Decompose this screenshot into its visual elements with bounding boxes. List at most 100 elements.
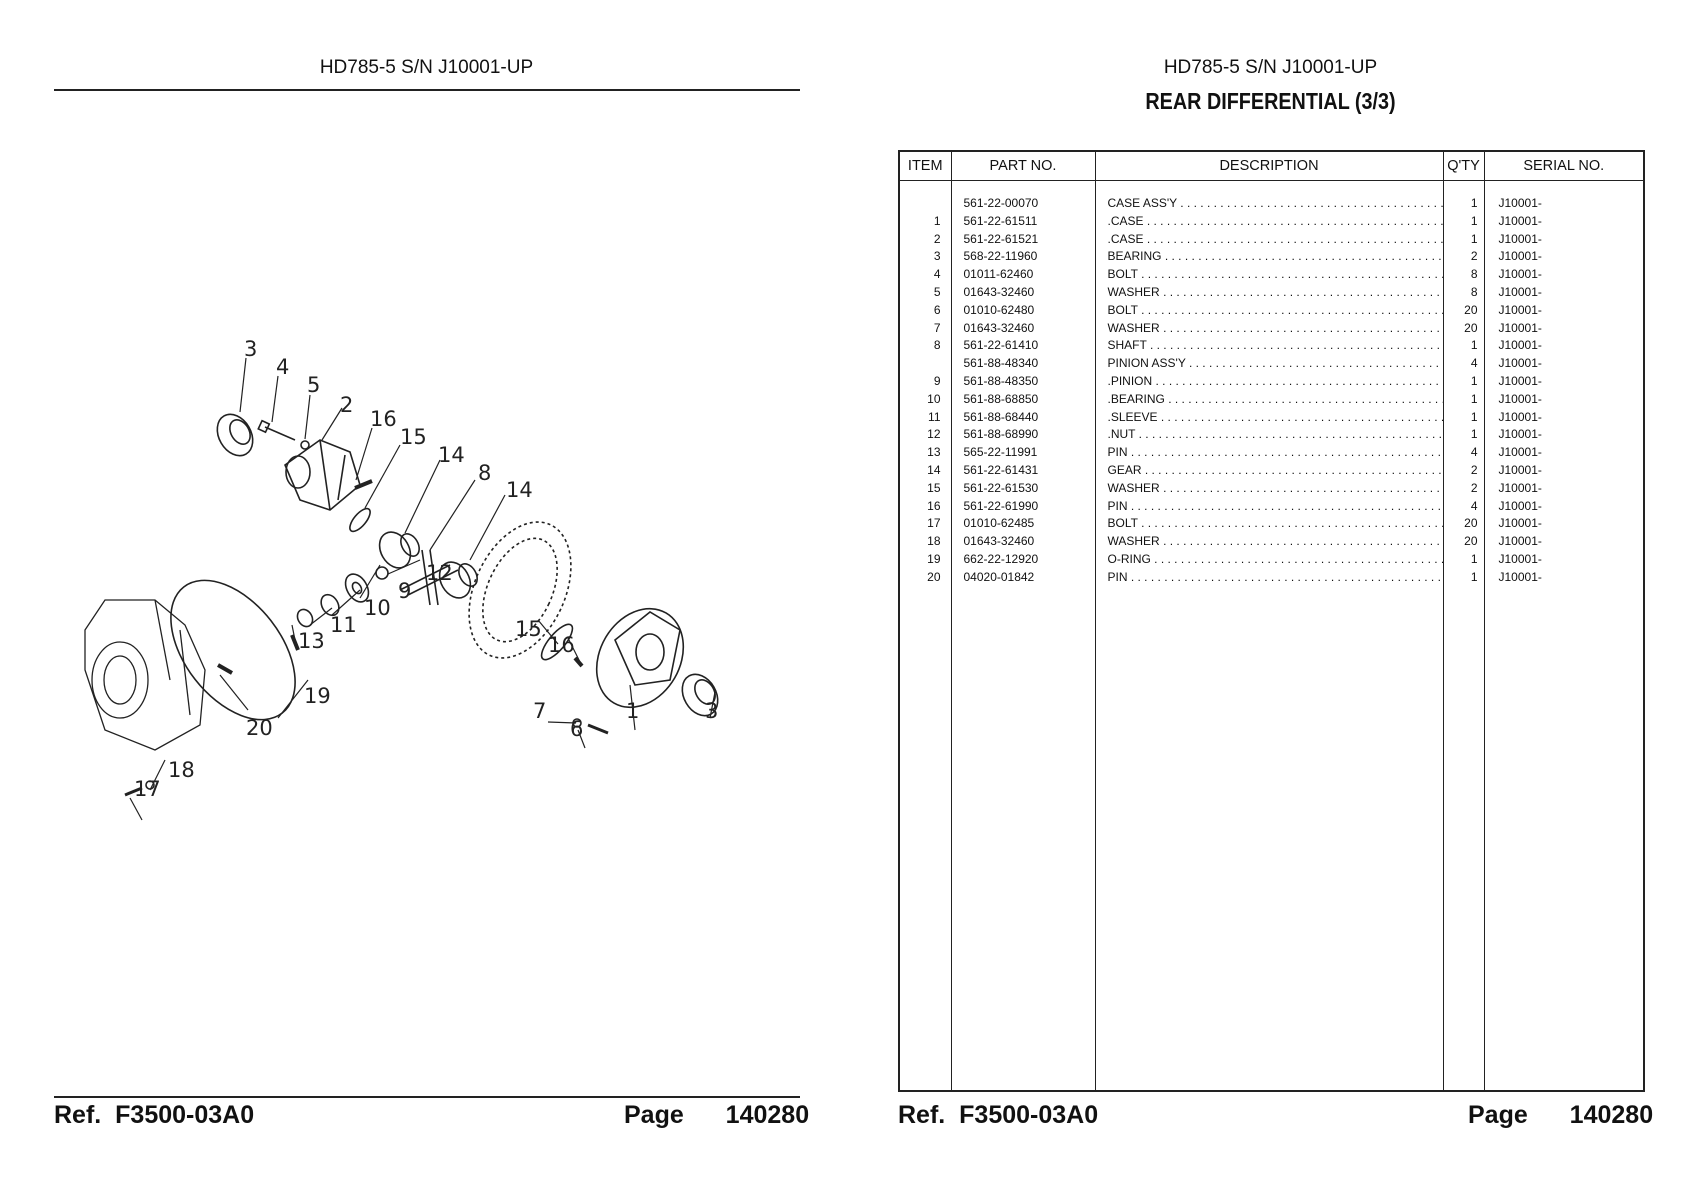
bearing-3-upper (216, 413, 254, 457)
table-cell-desc: CASE ASS'Y (1096, 195, 1443, 213)
table-cell-qty: 1 (1470, 373, 1478, 388)
right-page-header: HD785-5 S/N J10001-UP (1163, 57, 1378, 78)
callout-7: 7 (533, 699, 546, 723)
table-cell-desc: BOLT (1096, 515, 1443, 533)
left-page-header: HD785-5 S/N J10001-UP (319, 57, 534, 78)
table-cell-part: 01010-62480 (963, 302, 1035, 317)
table-cell-qty: 20 (1464, 516, 1478, 531)
table-cell-serial: J10001- (1498, 338, 1542, 353)
description-column: CASE ASS'Y.CASE.CASEBEARINGBOLTWASHERBOL… (1094, 180, 1444, 1091)
table-cell-desc: .CASE (1096, 213, 1443, 231)
table-cell-desc: .PINION (1096, 373, 1443, 391)
pinion-9 (344, 573, 370, 603)
table-cell-qty: 20 (1464, 534, 1478, 549)
table-cell-part: 561-88-48340 (963, 356, 1039, 371)
shaft-8 (399, 549, 459, 606)
page-label: Page (624, 1101, 684, 1129)
table-cell-serial: J10001- (1498, 534, 1542, 549)
table-cell-item (900, 195, 951, 213)
callout-16b: 16 (548, 633, 575, 657)
callout-6: 6 (570, 717, 583, 741)
table-cell-item: 13 (927, 445, 941, 460)
table-cell-serial: J10001- (1498, 284, 1542, 299)
table-cell-serial: J10001- (1498, 196, 1542, 210)
table-cell-desc: WASHER (1096, 320, 1443, 338)
section-title: REAR DIFFERENTIAL (3/3) (1145, 88, 1396, 114)
table-cell-qty: 8 (1470, 284, 1478, 299)
table-cell-part: 561-88-68850 (963, 391, 1039, 406)
table-cell-part: 561-22-61521 (963, 231, 1039, 246)
table-cell-item: 7 (933, 320, 941, 335)
page-number: 140280 (725, 1101, 810, 1129)
o-ring-19 (170, 579, 296, 721)
table-cell-serial: J10001- (1498, 462, 1542, 477)
callout-17: 17 (134, 777, 161, 801)
table-cell-desc: PIN (1096, 444, 1443, 462)
callout-14: 14 (438, 443, 465, 467)
table-cell-qty: 20 (1464, 320, 1478, 335)
table-cell-qty: 2 (1470, 462, 1478, 477)
table-cell-desc: BEARING (1096, 248, 1443, 266)
callout-10: 10 (364, 596, 391, 620)
callout-5: 5 (307, 373, 320, 397)
table-cell-item: 8 (933, 338, 941, 353)
callout-19: 19 (304, 684, 331, 708)
callout-11: 11 (330, 613, 357, 637)
right-footer-ref: Ref. F3500-03A0 (898, 1101, 1098, 1130)
table-cell-part: 561-88-48350 (963, 373, 1039, 388)
table-cell-item (900, 355, 951, 373)
table-cell-serial: J10001- (1498, 445, 1542, 460)
table-cell-part: 561-22-61990 (963, 498, 1039, 513)
table-cell-part: 01643-32460 (963, 284, 1035, 299)
table-cell-desc: WASHER (1096, 480, 1443, 498)
table-cell-item: 4 (933, 267, 941, 282)
table-cell-qty: 4 (1470, 356, 1478, 371)
page-number: 140280 (1569, 1101, 1654, 1129)
table-cell-part: 561-88-68440 (963, 409, 1039, 424)
washer-15-lower (540, 623, 574, 661)
table-cell-qty: 1 (1470, 409, 1478, 424)
callout-15b: 15 (515, 617, 542, 641)
callout-20: 20 (246, 716, 273, 740)
table-cell-qty: 1 (1470, 213, 1478, 228)
callout-18: 18 (168, 758, 195, 782)
table-cell-item: 19 (927, 551, 941, 566)
pin-20 (217, 663, 233, 675)
table-cell-qty: 1 (1470, 427, 1478, 442)
table-cell-part: 561-88-68990 (963, 427, 1039, 442)
callout-9: 9 (398, 579, 411, 603)
table-cell-desc: .BEARING (1096, 391, 1443, 409)
table-cell-part: 01010-62485 (963, 516, 1035, 531)
table-cell-part: 01643-32460 (963, 534, 1035, 549)
callout-14b: 14 (506, 478, 533, 502)
table-cell-serial: J10001- (1498, 231, 1542, 246)
callout-8: 8 (478, 461, 491, 485)
table-cell-desc: PIN (1096, 498, 1443, 516)
table-cell-qty: 2 (1470, 249, 1478, 264)
table-cell-desc: SHAFT (1096, 337, 1443, 355)
callout-4: 4 (276, 355, 289, 379)
table-cell-desc: PIN (1096, 569, 1443, 587)
left-footer-page: Page 140280 (624, 1101, 809, 1130)
washer-5 (300, 440, 310, 450)
col-qty: Q'TY (1442, 150, 1485, 181)
table-cell-serial: J10001- (1498, 356, 1542, 371)
table-cell-part: 568-22-11960 (963, 249, 1038, 264)
table-cell-item: 10 (927, 391, 941, 406)
table-cell-serial: J10001- (1498, 391, 1542, 406)
table-cell-part: 01643-32460 (963, 320, 1035, 335)
table-cell-item: 12 (927, 427, 941, 442)
table-cell-qty: 8 (1470, 267, 1478, 282)
table-cell-desc: PINION ASS'Y (1096, 355, 1443, 373)
table-cell-serial: J10001- (1498, 569, 1542, 584)
col-item: ITEM (898, 150, 952, 181)
housing (84, 599, 206, 751)
callout-12: 12 (426, 561, 453, 585)
callout-15: 15 (400, 425, 427, 449)
table-cell-part: 561-22-61530 (963, 480, 1039, 495)
table-cell-desc: GEAR (1096, 462, 1443, 480)
ref-value: F3500-03A0 (959, 1101, 1099, 1129)
